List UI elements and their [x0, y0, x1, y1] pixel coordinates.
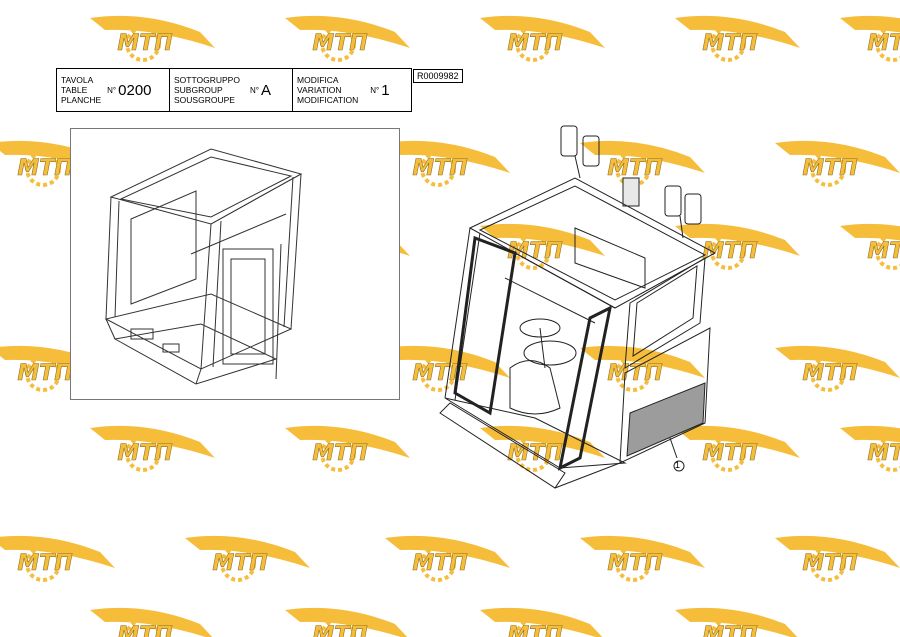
modification-label-it: MODIFICA	[297, 75, 339, 85]
svg-text:МТП: МТП	[702, 31, 757, 56]
parts-header-table: TAVOLA TABLE PLANCHE N° 0200 SOTTOGRUPPO…	[56, 68, 412, 112]
modification-cell: MODIFICA VARIATION MODIFICATION N° 1	[293, 69, 411, 111]
table-no-label: N°	[107, 85, 117, 95]
svg-text:МТП: МТП	[17, 551, 72, 576]
svg-text:МТП: МТП	[607, 551, 662, 576]
mtp-watermark-logo: МТП	[90, 15, 215, 62]
mtp-watermark-logo: МТП	[675, 15, 800, 62]
svg-text:МТП: МТП	[867, 239, 900, 264]
svg-text:МТП: МТП	[117, 441, 172, 466]
cab-assembly-drawing	[439, 125, 717, 489]
door-lower-panel	[626, 382, 706, 457]
mtp-watermark-logo: МТП	[90, 425, 215, 472]
svg-text:МТП: МТП	[117, 623, 172, 637]
svg-text:МТП: МТП	[867, 31, 900, 56]
subgroup-label-en: SUBGROUP	[174, 85, 223, 95]
modification-label-fr: MODIFICATION	[297, 95, 359, 105]
svg-text:МТП: МТП	[802, 551, 857, 576]
svg-text:МТП: МТП	[867, 441, 900, 466]
table-label-en: TABLE	[61, 85, 88, 95]
mtp-watermark-logo: МТП	[185, 535, 310, 582]
cab-frame-drawing	[104, 148, 303, 385]
cab-assembly-view	[415, 118, 735, 498]
mtp-watermark-logo: МТП	[675, 607, 798, 637]
modification-label-en: VARIATION	[297, 85, 342, 95]
modification-value: 1	[381, 81, 390, 99]
mtp-watermark-logo: МТП	[840, 15, 900, 62]
table-cell: TAVOLA TABLE PLANCHE N° 0200	[57, 69, 170, 111]
svg-text:МТП: МТП	[312, 441, 367, 466]
mtp-watermark-logo: МТП	[285, 607, 408, 637]
subgroup-label-fr: SOUSGROUPE	[174, 95, 235, 105]
beacon-light	[622, 177, 640, 207]
svg-text:МТП: МТП	[212, 551, 267, 576]
inset-frame-view	[70, 128, 400, 400]
mtp-watermark-logo: МТП	[285, 425, 410, 472]
svg-text:МТП: МТП	[507, 623, 562, 637]
subgroup-no-label: N°	[249, 85, 259, 95]
table-label-fr: PLANCHE	[61, 95, 102, 105]
mtp-watermark-logo: МТП	[775, 345, 900, 392]
mtp-watermark-logo: МТП	[840, 425, 900, 472]
mirror-left	[560, 125, 578, 157]
mtp-watermark-logo: МТП	[480, 15, 605, 62]
mtp-watermark-logo: МТП	[90, 607, 213, 637]
subgroup-cell: SOTTOGRUPPO SUBGROUP SOUSGROUPE N° A	[170, 69, 293, 111]
mtp-watermark-logo: МТП	[775, 140, 900, 187]
mtp-watermark-logo: МТП	[285, 15, 410, 62]
svg-text:МТП: МТП	[312, 623, 367, 637]
modification-no-label: N°	[370, 85, 380, 95]
svg-text:МТП: МТП	[507, 31, 562, 56]
mtp-watermark-logo: МТП	[580, 535, 705, 582]
svg-text:МТП: МТП	[312, 31, 367, 56]
reference-code: R0009982	[413, 69, 463, 83]
mtp-watermark-logo: МТП	[840, 223, 900, 270]
mtp-watermark-logo: МТП	[385, 535, 510, 582]
subgroup-value: A	[260, 81, 271, 99]
callout-number: 1	[675, 460, 681, 470]
svg-text:МТП: МТП	[802, 361, 857, 386]
mirror-right	[664, 185, 682, 217]
svg-text:МТП: МТП	[802, 156, 857, 181]
mtp-watermark-logo: МТП	[480, 607, 603, 637]
table-label-it: TAVOLA	[61, 75, 94, 85]
mtp-watermark-logo: МТП	[775, 535, 900, 582]
svg-text:МТП: МТП	[702, 623, 757, 637]
mtp-watermark-logo: МТП	[0, 535, 115, 582]
svg-text:МТП: МТП	[17, 156, 72, 181]
svg-text:МТП: МТП	[17, 361, 72, 386]
subgroup-label-it: SOTTOGRUPPO	[174, 75, 240, 85]
svg-text:МТП: МТП	[117, 31, 172, 56]
table-number: 0200	[118, 81, 152, 99]
svg-text:МТП: МТП	[412, 551, 467, 576]
